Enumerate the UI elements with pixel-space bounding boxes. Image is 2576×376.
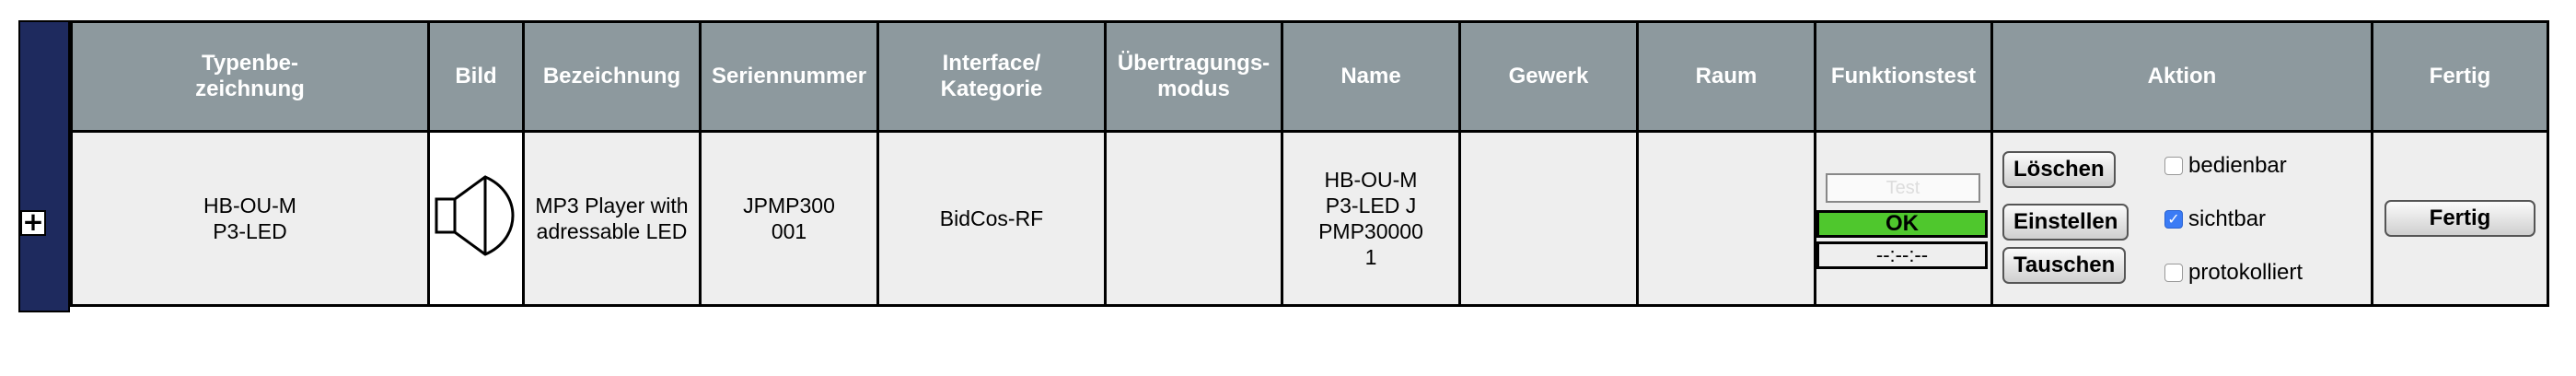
cell-gewerk[interactable] — [1458, 130, 1639, 307]
cell-aktion: Löschen Einstellen Tauschen bedienbar ✓ … — [1990, 130, 2373, 307]
checkbox-sichtbar[interactable]: ✓ sichtbar — [2164, 206, 2266, 232]
device-table: Typenbe- zeichnung Bild Bezeichnung Seri… — [70, 20, 2549, 307]
status-ok-badge: OK — [1816, 210, 1988, 238]
header-bild: Bild — [427, 20, 525, 133]
delete-button[interactable]: Löschen — [2002, 151, 2116, 188]
checkbox-bedienbar-label: bedienbar — [2188, 153, 2287, 178]
cell-type: HB-OU-M P3-LED — [70, 130, 430, 307]
checkbox-sichtbar-label: sichtbar — [2188, 206, 2267, 231]
cell-image — [427, 130, 525, 307]
fertig-button[interactable]: Fertig — [2385, 200, 2535, 237]
table-row: HB-OU-M P3-LED MP3 Player with adressabl… — [70, 130, 2549, 307]
left-bar — [18, 20, 70, 312]
checkbox-bedienbar-box[interactable] — [2164, 157, 2183, 175]
header-aktion: Aktion — [1990, 20, 2373, 133]
checkbox-bedienbar[interactable]: bedienbar — [2164, 153, 2287, 179]
cell-fertig: Fertig — [2371, 130, 2549, 307]
cell-transfer-mode — [1104, 130, 1283, 307]
cell-raum[interactable] — [1636, 130, 1816, 307]
header-funktionstest: Funktionstest — [1814, 20, 1993, 133]
header-seriennummer[interactable]: Seriennummer — [699, 20, 879, 133]
header-bezeichnung[interactable]: Bezeichnung — [522, 20, 702, 133]
header-row: Typenbe- zeichnung Bild Bezeichnung Seri… — [70, 20, 2549, 133]
replace-button[interactable]: Tauschen — [2002, 247, 2127, 284]
expand-icon[interactable]: + — [20, 209, 46, 236]
cell-serial: JPMP300 001 — [699, 130, 879, 307]
cell-description: MP3 Player with adressable LED — [522, 130, 702, 307]
cell-name[interactable]: HB-OU-M P3-LED J PMP30000 1 — [1281, 130, 1461, 307]
speaker-icon — [435, 175, 515, 256]
header-raum[interactable]: Raum — [1636, 20, 1816, 133]
header-gewerk[interactable]: Gewerk — [1458, 20, 1639, 133]
checkbox-protokolliert-label: protokolliert — [2188, 260, 2303, 285]
test-button[interactable]: Test — [1826, 173, 1980, 203]
device-table-container: + Typenbe- zeichnung Bild Bezeichnung Se… — [18, 20, 2561, 312]
header-fertig: Fertig — [2371, 20, 2549, 133]
header-typ[interactable]: Typenbe- zeichnung — [70, 20, 430, 133]
header-uebertragung[interactable]: Übertragungs- modus — [1104, 20, 1283, 133]
checkbox-protokolliert-box[interactable] — [2164, 264, 2183, 282]
checkbox-sichtbar-box[interactable]: ✓ — [2164, 210, 2183, 229]
cell-funktionstest: Test OK --:--:-- — [1814, 130, 1993, 307]
cell-interface: BidCos-RF — [876, 130, 1107, 307]
header-name[interactable]: Name — [1281, 20, 1461, 133]
last-test-time: --:--:-- — [1816, 241, 1988, 269]
header-interface[interactable]: Interface/ Kategorie — [876, 20, 1107, 133]
settings-button[interactable]: Einstellen — [2002, 204, 2129, 241]
checkbox-protokolliert[interactable]: protokolliert — [2164, 260, 2303, 286]
